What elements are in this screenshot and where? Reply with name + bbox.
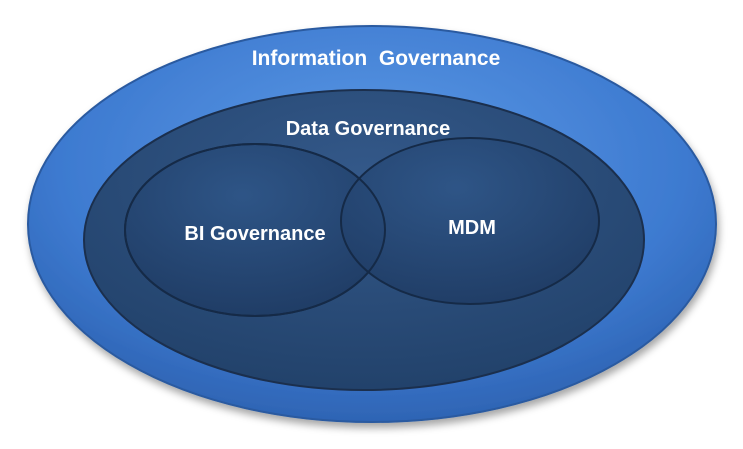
mdm-label: MDM [448,217,496,239]
data-governance-label: Data Governance [286,118,451,140]
bi-governance-outline [124,143,386,317]
mdm-ellipse [340,137,600,305]
bi-governance-label: BI Governance [184,223,325,245]
information-governance-label: Information Governance [252,47,501,70]
